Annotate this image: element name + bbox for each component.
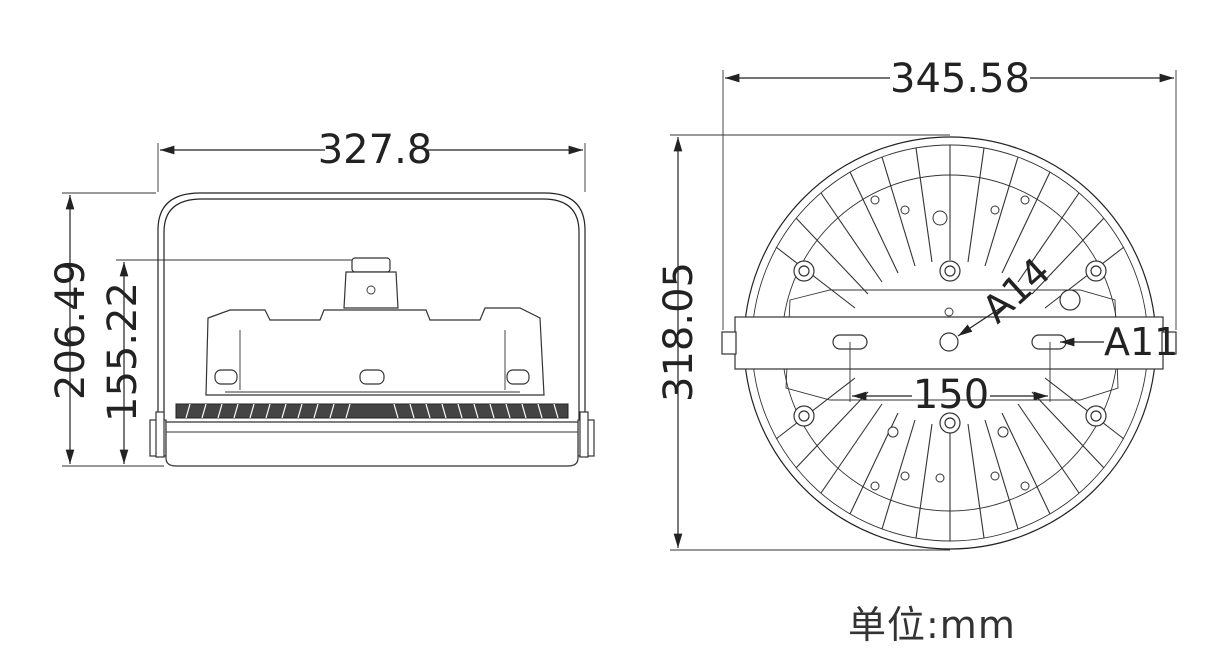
dim-side-total-height: 206.49 (48, 260, 94, 400)
front-view: 345.58 318.05 150 A14 A11 (656, 56, 1178, 551)
callout-a11: A11 (1104, 320, 1178, 364)
side-view: 327.8 206.49 155.22 (48, 127, 595, 467)
dim-front-height: 318.05 (656, 262, 702, 402)
dim-side-width: 327.8 (318, 127, 433, 173)
dim-side-body-height: 155.22 (100, 282, 146, 422)
dim-front-width: 345.58 (890, 56, 1030, 102)
unit-label: 单位:mm (848, 603, 1016, 647)
dim-mount-spacing: 150 (913, 372, 989, 418)
